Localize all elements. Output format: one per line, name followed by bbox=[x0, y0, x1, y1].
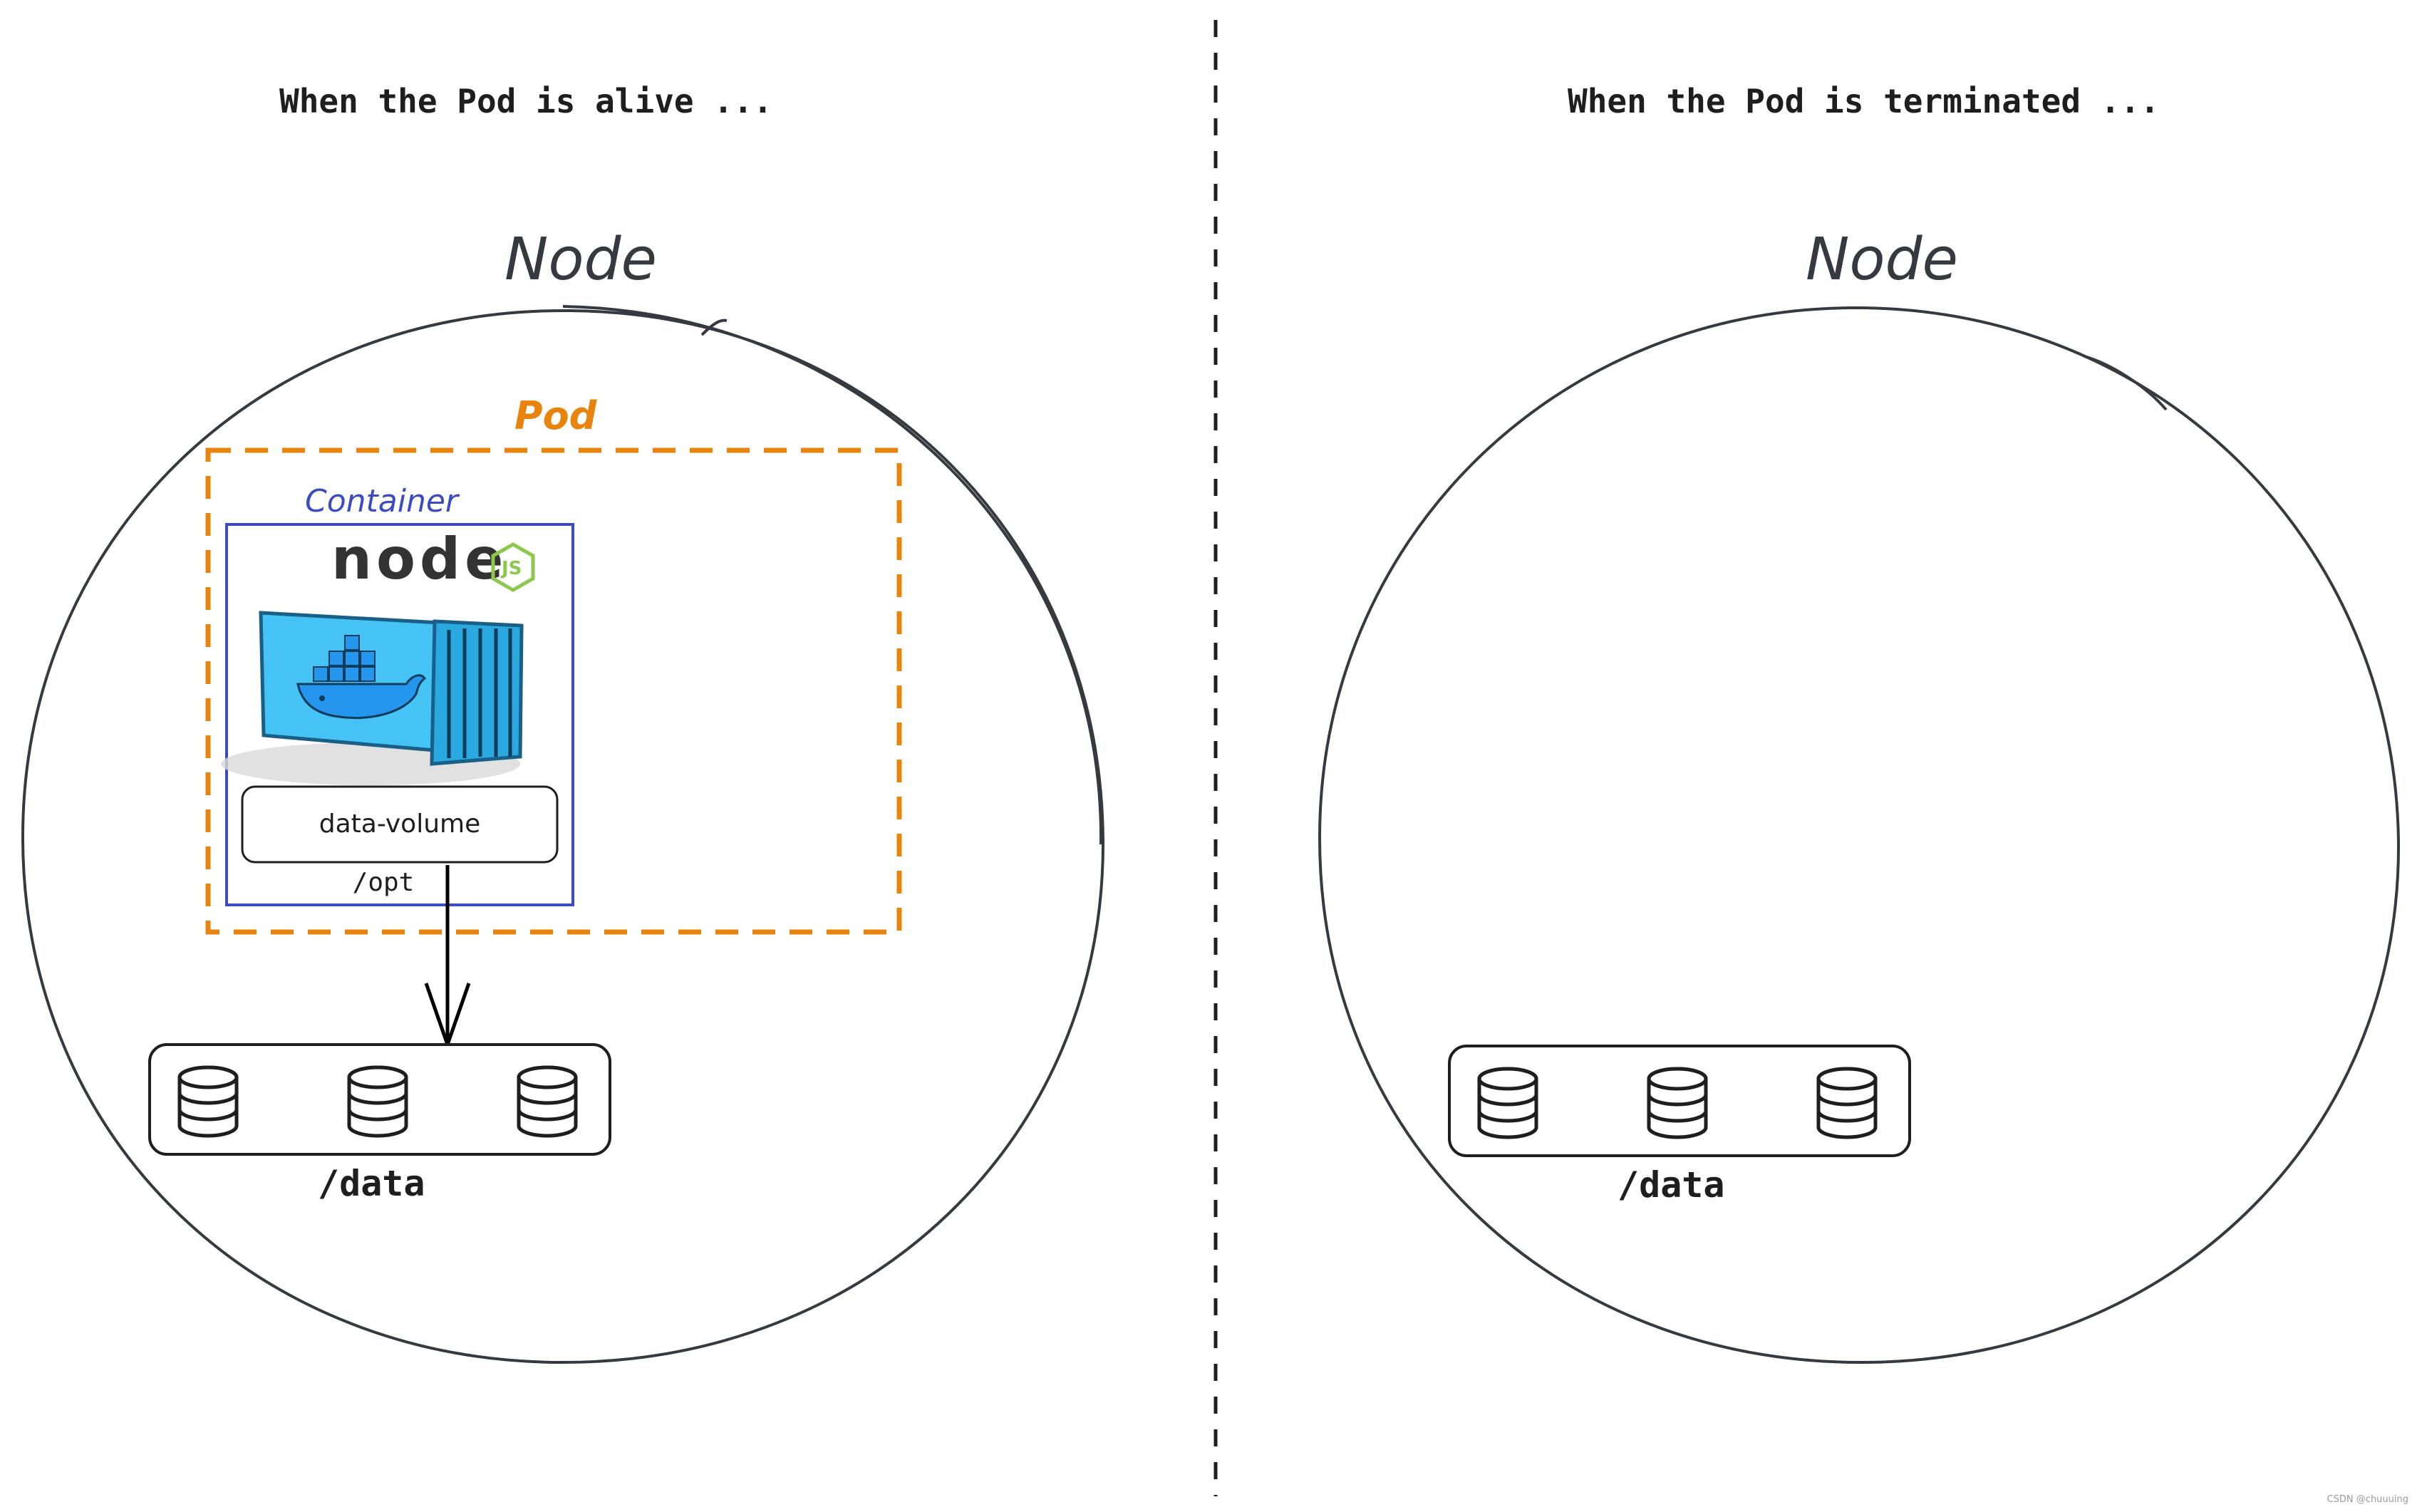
left-node-label: Node bbox=[504, 226, 657, 294]
database-icon bbox=[1479, 1069, 1536, 1137]
left-caption: When the Pod is alive ... bbox=[279, 82, 772, 120]
database-icon bbox=[180, 1067, 237, 1136]
database-icon bbox=[1818, 1069, 1875, 1137]
nodejs-logo-text: node bbox=[331, 526, 507, 592]
mount-path-label: /opt bbox=[353, 868, 415, 897]
watermark: CSDN @chuuuing bbox=[2327, 1494, 2408, 1505]
nodejs-logo: node JS bbox=[331, 526, 535, 592]
right-host-path-label: /data bbox=[1618, 1164, 1725, 1206]
pod-label: Pod bbox=[514, 393, 598, 438]
right-node-circle bbox=[1318, 306, 2401, 1365]
database-icon bbox=[519, 1067, 576, 1136]
left-panel: When the Pod is alive ... Node Pod Conta… bbox=[21, 82, 1105, 1365]
data-volume-label: data-volume bbox=[319, 809, 480, 839]
right-panel: When the Pod is terminated ... Node /dat… bbox=[1318, 82, 2401, 1365]
pod-boundary bbox=[205, 447, 902, 935]
left-node-circle bbox=[21, 305, 1105, 1365]
nodejs-badge-hex bbox=[491, 542, 535, 592]
data-volume-box bbox=[241, 785, 559, 864]
container-label: Container bbox=[305, 483, 460, 519]
database-icon bbox=[349, 1067, 406, 1136]
database-icon bbox=[1649, 1069, 1706, 1137]
right-node-label: Node bbox=[1806, 226, 1958, 294]
nodejs-badge-text: JS bbox=[500, 558, 522, 579]
docker-container-icon bbox=[221, 611, 524, 785]
container-box bbox=[225, 523, 574, 906]
left-host-path-label: /data bbox=[318, 1163, 425, 1204]
right-caption: When the Pod is terminated ... bbox=[1568, 82, 2160, 120]
